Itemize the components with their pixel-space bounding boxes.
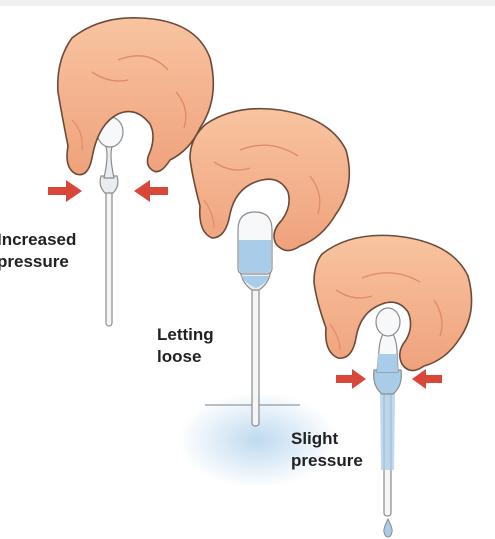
arrow-right-icon [48, 180, 82, 202]
label-slight-pressure: Slight pressure [291, 428, 363, 472]
droplet-icon [384, 519, 392, 537]
arrow-left-icon [134, 180, 168, 202]
arrow-left-icon [412, 369, 442, 389]
arrow-right-icon [336, 369, 366, 389]
label-increased-pressure: Increased pressure [0, 229, 76, 273]
pipette-icon [97, 117, 123, 326]
label-line: pressure [291, 450, 363, 472]
panel-slight-pressure [314, 235, 472, 537]
label-line: Slight [291, 428, 363, 450]
label-line: loose [157, 346, 214, 368]
panel-increased-pressure [48, 18, 213, 326]
label-letting-loose: Letting loose [157, 324, 214, 368]
label-line: pressure [0, 251, 76, 273]
label-line: Letting [157, 324, 214, 346]
pipette-icon [374, 308, 402, 516]
label-line: Increased [0, 229, 76, 251]
top-band [0, 0, 495, 6]
